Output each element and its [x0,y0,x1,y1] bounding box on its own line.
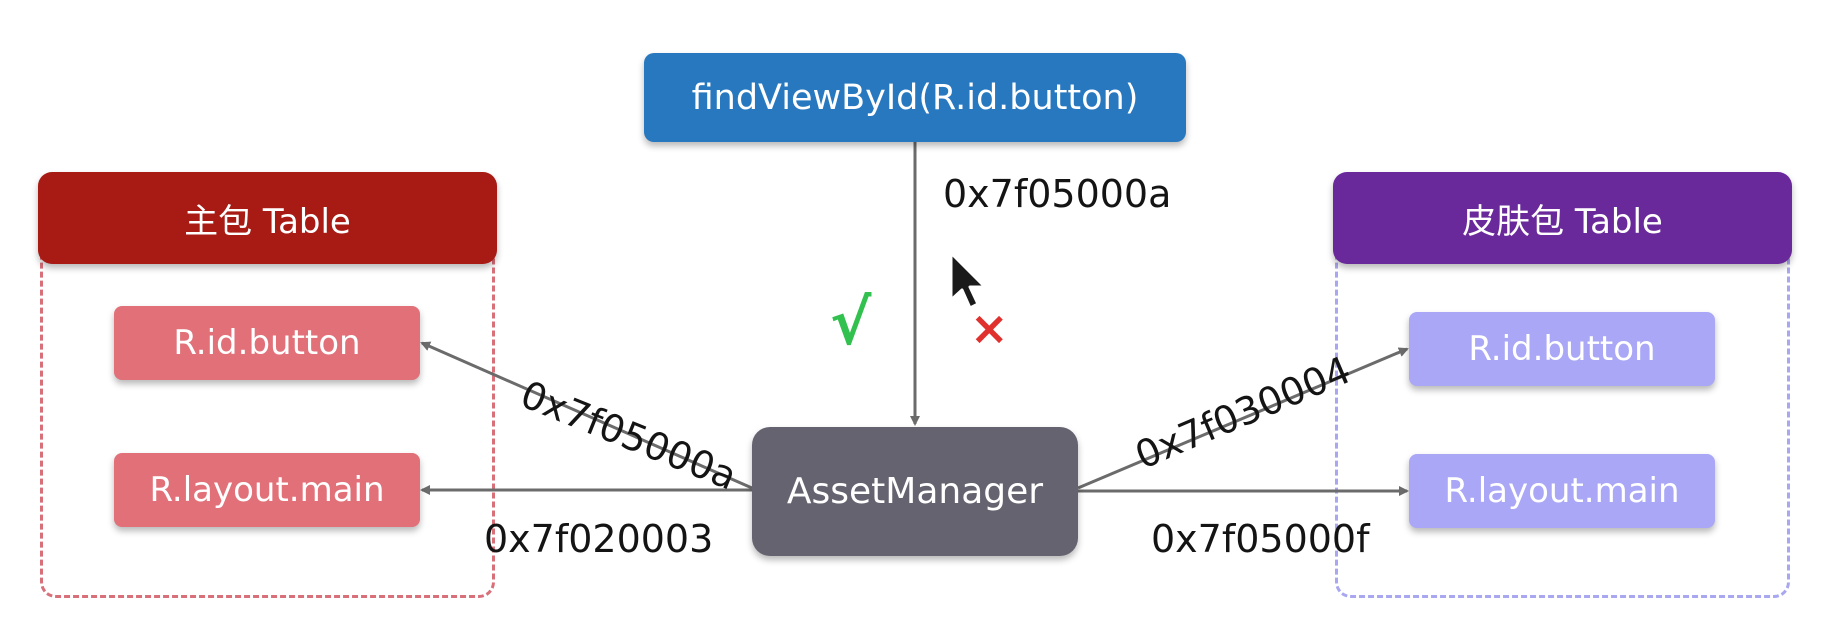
arrow-asset-to-skin-button [1077,347,1409,490]
find-view-by-id-box: findViewById(R.id.button) [644,53,1186,142]
edge-label-top-to-asset: 0x7f05000a [943,172,1172,216]
edge-label-asset-to-skin-layout: 0x7f05000f [1151,517,1370,561]
skin-table-header: 皮肤包 Table [1333,172,1792,264]
skin-entry-layout-main: R.layout.main [1409,454,1715,528]
main-table-header: 主包 Table [38,172,497,264]
main-entry-id-button: R.id.button [114,306,420,380]
mouse-pointer-icon [949,251,987,310]
cross-icon: × [970,301,1009,355]
main-entry-layout-main: R.layout.main [114,453,420,527]
skin-entry-id-button: R.id.button [1409,312,1715,386]
edge-label-asset-to-main-layout: 0x7f020003 [484,517,714,561]
asset-manager-box: AssetManager [752,427,1078,556]
check-icon: √ [830,286,872,359]
arrow-asset-to-main-button [420,341,753,490]
